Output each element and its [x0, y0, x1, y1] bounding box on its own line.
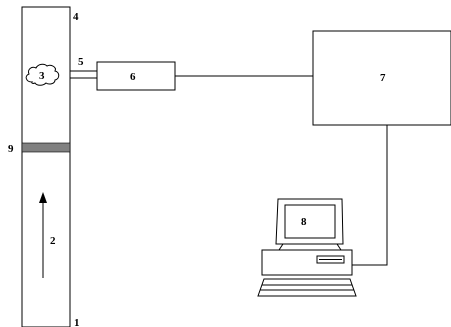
label-2: 2: [50, 235, 56, 247]
label-7: 7: [380, 72, 386, 84]
connector-7-computer: [352, 125, 388, 266]
label-8: 8: [301, 216, 307, 228]
up-arrow-icon: [39, 192, 47, 278]
gray-band: [21, 142, 71, 153]
vertical-column: [21, 6, 71, 327]
label-4: 4: [73, 11, 79, 23]
label-6: 6: [130, 71, 136, 83]
label-3: 3: [39, 70, 45, 82]
label-5: 5: [78, 56, 84, 68]
label-9: 9: [8, 143, 14, 155]
box-7: [312, 30, 451, 126]
label-1: 1: [74, 317, 80, 327]
cloud-icon: [25, 63, 60, 86]
box-6: [96, 61, 176, 91]
computer-icon: [257, 198, 357, 297]
port-connector: [70, 70, 97, 79]
